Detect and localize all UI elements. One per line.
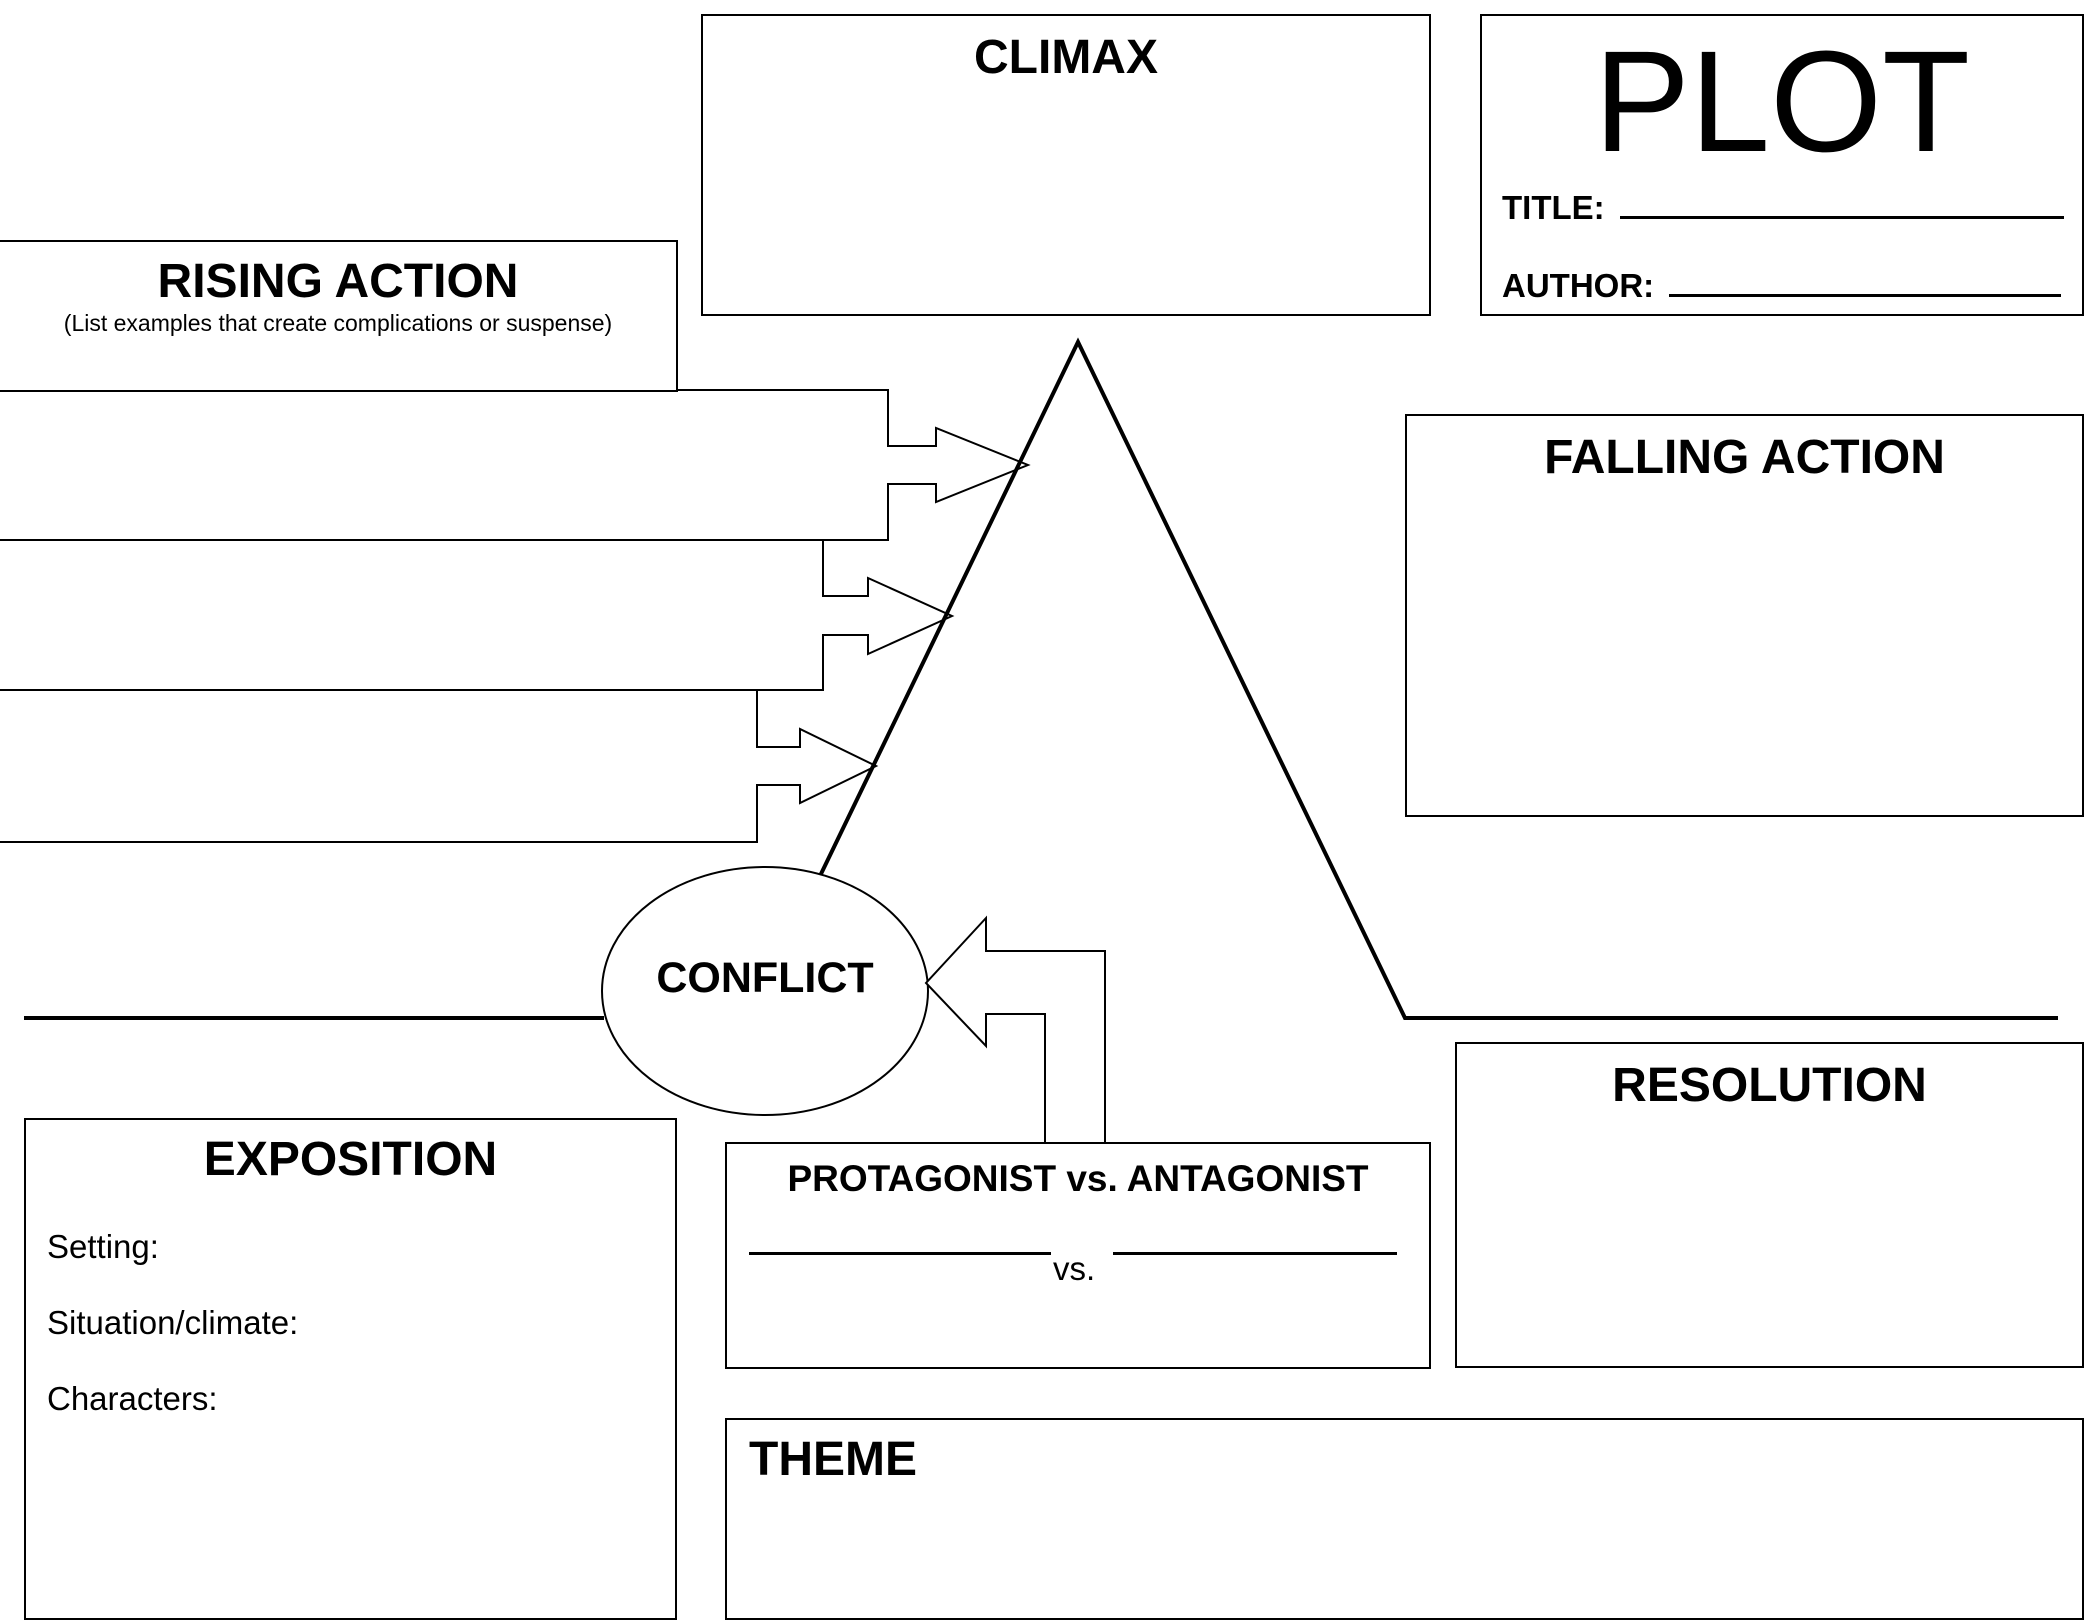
protagonist-antagonist-heading: PROTAGONIST vs. ANTAGONIST: [787, 1158, 1369, 1199]
rising-action-strip-3-outline: [0, 689, 879, 843]
protagonist-to-conflict-arrow: [924, 915, 1106, 1144]
title-field[interactable]: TITLE:: [1502, 186, 2064, 227]
falling-action-heading: FALLING ACTION: [1544, 431, 1945, 484]
theme-box[interactable]: THEME: [725, 1418, 2084, 1620]
plot-title: PLOT: [1593, 21, 1971, 182]
exposition-situation-label: Situation/climate:: [47, 1304, 299, 1341]
rising-action-strip-2-outline: [0, 539, 955, 691]
exposition-box[interactable]: EXPOSITION Setting: Situation/climate: C…: [24, 1118, 677, 1620]
exposition-characters-label: Characters:: [47, 1380, 218, 1417]
rising-action-strip-1-outline: [0, 389, 1031, 541]
title-field-line[interactable]: [1619, 186, 2064, 219]
resolution-box[interactable]: RESOLUTION: [1455, 1042, 2084, 1368]
author-field-label: AUTHOR:: [1502, 267, 1655, 304]
rising-action-subheading: (List examples that create complications…: [63, 310, 613, 336]
antagonist-line[interactable]: [1113, 1252, 1397, 1255]
rising-action-slot-2[interactable]: [2, 542, 821, 688]
title-field-label: TITLE:: [1502, 189, 1605, 226]
author-field[interactable]: AUTHOR:: [1502, 264, 2062, 305]
protagonist-line[interactable]: [749, 1252, 1051, 1255]
falling-action-box[interactable]: FALLING ACTION: [1405, 414, 2084, 817]
conflict-ellipse: [601, 866, 929, 1116]
exposition-heading: EXPOSITION: [203, 1133, 498, 1186]
resolution-heading: RESOLUTION: [1612, 1059, 1927, 1112]
rising-action-slot-1[interactable]: [2, 392, 886, 538]
rising-action-slot-3[interactable]: [2, 692, 755, 840]
rising-action-box: RISING ACTION (List examples that create…: [0, 240, 678, 392]
plot-triangle: [818, 337, 2058, 1020]
protagonist-antagonist-box: PROTAGONIST vs. ANTAGONIST vs.: [725, 1142, 1431, 1369]
author-field-line[interactable]: [1669, 264, 2062, 297]
rising-action-strips: [0, 389, 1031, 843]
rising-action-heading: RISING ACTION: [157, 255, 519, 308]
plot-card: PLOT TITLE: AUTHOR:: [1480, 14, 2084, 316]
exposition-setting-label: Setting:: [47, 1228, 159, 1265]
theme-heading: THEME: [749, 1433, 917, 1486]
vs-label: vs.: [1053, 1250, 1096, 1287]
climax-box[interactable]: CLIMAX: [701, 14, 1431, 316]
climax-heading: CLIMAX: [974, 31, 1158, 84]
conflict-label: CONFLICT: [656, 954, 874, 1002]
